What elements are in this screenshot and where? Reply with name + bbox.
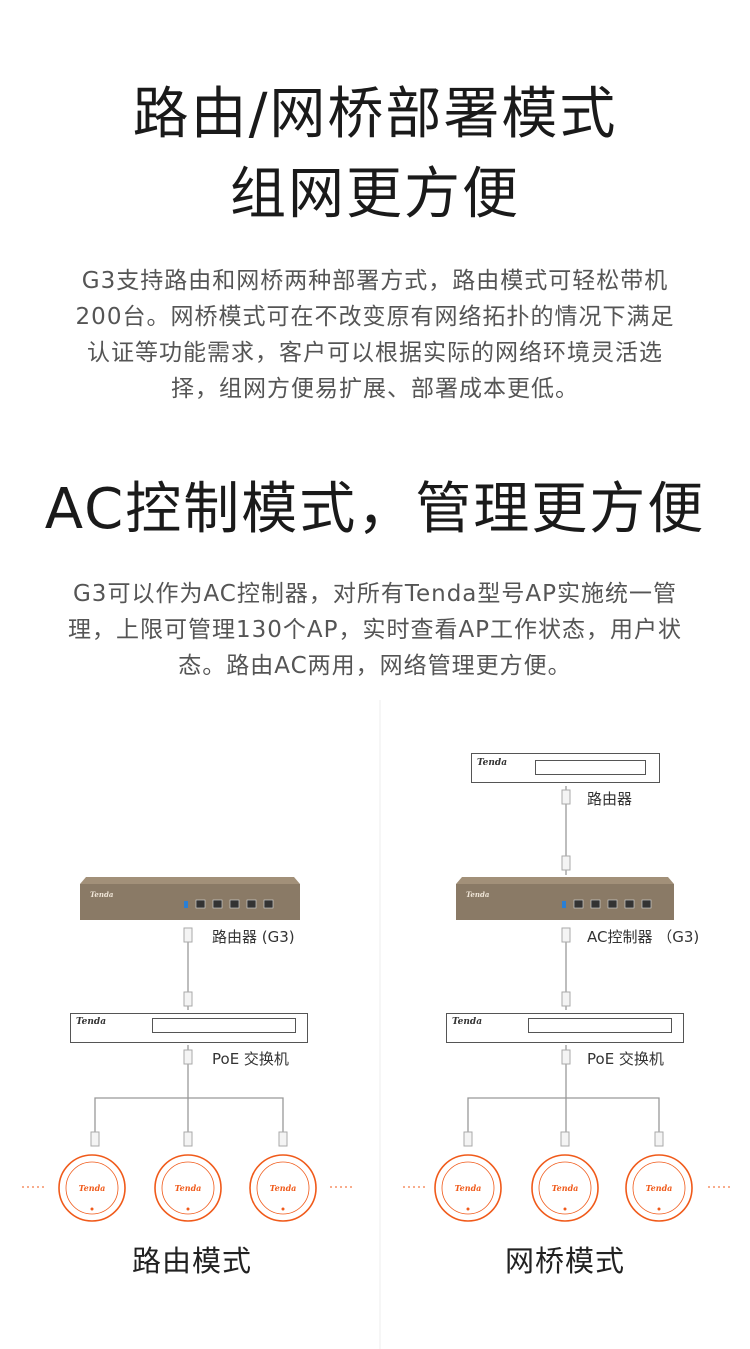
- svg-text:Tenda: Tenda: [646, 1183, 673, 1193]
- poe-switch-label-right: PoE 交换机: [587, 1050, 664, 1068]
- svg-text:Tenda: Tenda: [76, 1017, 106, 1027]
- svg-text:Tenda: Tenda: [477, 758, 507, 768]
- access-point: Tenda: [58, 1154, 126, 1222]
- access-point: Tenda: [625, 1154, 693, 1222]
- svg-text:Tenda: Tenda: [455, 1183, 482, 1193]
- access-point: Tenda: [434, 1154, 502, 1222]
- section1-paragraph: G3支持路由和网桥两种部署方式，路由模式可轻松带机 200台。网桥模式可在不改变…: [20, 263, 730, 407]
- section2-title: AC控制模式，管理更方便: [44, 477, 706, 542]
- bridge-mode-caption: 网桥模式: [504, 1244, 625, 1278]
- access-point: Tenda: [531, 1154, 599, 1222]
- access-point: Tenda: [249, 1154, 317, 1222]
- cables: [94, 786, 660, 1135]
- poe-switches: [70, 753, 684, 1043]
- router-g3-label: 路由器 (G3): [212, 928, 295, 946]
- paragraph-line: G3可以作为AC控制器，对所有Tenda型号AP实施统一管: [72, 581, 677, 607]
- svg-text:Tenda: Tenda: [90, 890, 114, 899]
- paragraph-line: 态。路由AC两用，网络管理更方便。: [178, 653, 572, 679]
- paragraph-line: 200台。网桥模式可在不改变原有网络拓扑的情况下满足: [75, 304, 675, 330]
- paragraph-line: 理，上限可管理130个AP，实时查看AP工作状态，用户状: [67, 617, 683, 643]
- upstream-router-label: 路由器: [587, 790, 633, 808]
- access-point: Tenda: [154, 1154, 222, 1222]
- svg-text:Tenda: Tenda: [552, 1183, 579, 1193]
- poe-switch-label-left: PoE 交换机: [212, 1050, 289, 1068]
- svg-text:Tenda: Tenda: [452, 1017, 482, 1027]
- paragraph-line: G3支持路由和网桥两种部署方式，路由模式可轻松带机: [81, 268, 669, 294]
- access-points: Tenda Tenda Tenda Tenda Tenda Tenda: [58, 1154, 693, 1222]
- svg-text:Tenda: Tenda: [270, 1183, 297, 1193]
- g3-router-left: [80, 877, 300, 920]
- svg-text:Tenda: Tenda: [466, 890, 490, 899]
- paragraph-line: 择，组网方便易扩展、部署成本更低。: [171, 376, 579, 402]
- connectors: [90, 789, 664, 1147]
- paragraph-line: 认证等功能需求，客户可以根据实际的网络环境灵活选: [87, 340, 663, 366]
- section1-title-line2: 组网更方便: [230, 162, 520, 227]
- svg-text:Tenda: Tenda: [175, 1183, 202, 1193]
- section1-title-line1: 路由/网桥部署模式: [132, 82, 618, 147]
- g3-router-right: [456, 877, 674, 920]
- section2-paragraph: G3可以作为AC控制器，对所有Tenda型号AP实施统一管 理，上限可管理130…: [20, 576, 730, 684]
- svg-text:Tenda: Tenda: [79, 1183, 106, 1193]
- ac-controller-label: AC控制器 （G3): [587, 928, 700, 946]
- routing-mode-caption: 路由模式: [131, 1244, 252, 1278]
